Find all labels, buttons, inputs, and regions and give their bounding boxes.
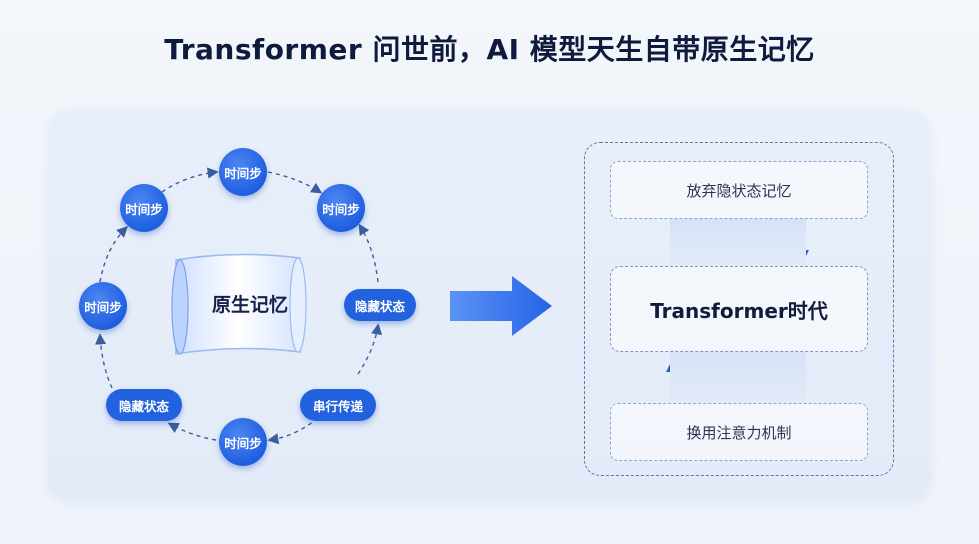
arc-left-topleft bbox=[99, 226, 128, 283]
arc-bottomright-right bbox=[357, 323, 383, 375]
arc-right-topright bbox=[358, 223, 379, 283]
timestep-node-top-left: 时间步 bbox=[120, 184, 168, 232]
arc-bottomleft-left bbox=[94, 333, 113, 389]
timestep-node-top: 时间步 bbox=[219, 148, 267, 196]
transformer-era-frame bbox=[584, 142, 894, 476]
serial-pass-node: 串行传递 bbox=[300, 379, 376, 421]
hidden-state-node-right: 隐藏状态 bbox=[344, 279, 416, 321]
connector-top bbox=[670, 218, 806, 266]
abandon-hidden-memory-box: 放弃隐状态记忆 bbox=[610, 161, 868, 219]
connector-bottom bbox=[670, 350, 806, 404]
arc-topleft-top bbox=[161, 167, 219, 193]
transition-arrow-icon bbox=[450, 276, 552, 336]
timestep-node-bottom: 时间步 bbox=[219, 418, 267, 466]
arc-bottomright-bottom bbox=[267, 417, 319, 445]
hidden-state-node-bottom-left: 隐藏状态 bbox=[106, 379, 182, 421]
timestep-node-top-right: 时间步 bbox=[317, 184, 365, 232]
transformer-era-box: Transformer时代 bbox=[610, 266, 868, 352]
attention-mechanism-box: 换用注意力机制 bbox=[610, 403, 868, 461]
scroll-icon bbox=[171, 253, 307, 355]
page-title: Transformer 问世前，AI 模型天生自带原生记忆 bbox=[164, 33, 815, 66]
arc-top-topright bbox=[267, 171, 323, 194]
arc-bottom-bottomleft bbox=[167, 422, 217, 441]
native-memory-label: 原生记忆 bbox=[212, 294, 289, 316]
timestep-node-left: 时间步 bbox=[79, 282, 127, 330]
